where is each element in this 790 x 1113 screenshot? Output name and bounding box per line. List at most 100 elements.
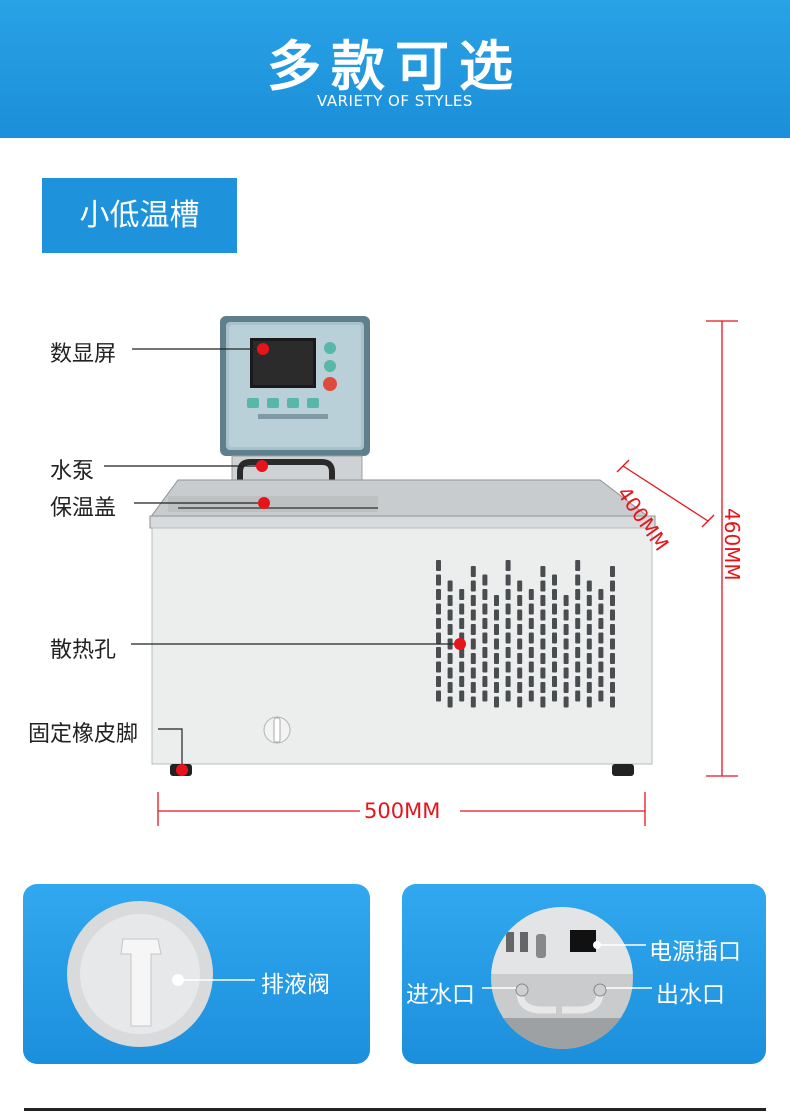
vent-slot xyxy=(540,595,546,606)
vent-slot xyxy=(610,682,615,693)
vent-slot xyxy=(517,624,523,635)
vent-slot xyxy=(482,574,488,586)
vent-slot xyxy=(517,638,523,650)
vent-slot xyxy=(598,647,604,658)
vent-slot xyxy=(575,589,581,600)
vent-slot xyxy=(517,595,523,606)
vent-slot xyxy=(586,667,592,679)
vent-slot xyxy=(563,595,569,606)
label-water-inlet: 进水口 xyxy=(406,982,475,1008)
vent-slot xyxy=(436,632,441,644)
vent-slot xyxy=(505,632,511,644)
vent-slot xyxy=(447,667,453,679)
vent-slot xyxy=(505,589,511,600)
detail-card-ports: 电源插口 进水口 出水口 xyxy=(402,884,766,1064)
vent-slot xyxy=(436,661,441,673)
vent-slot xyxy=(517,609,523,621)
vent-slot xyxy=(517,696,523,708)
vent-slot xyxy=(586,624,592,635)
vent-slot xyxy=(447,682,453,693)
vent-slot xyxy=(505,690,511,702)
vent-slot xyxy=(528,690,534,702)
vent-slot xyxy=(494,682,499,693)
vent-slot xyxy=(494,696,499,708)
vent-slot xyxy=(575,647,581,658)
vent-slot xyxy=(610,624,615,635)
vent-slot xyxy=(586,580,592,592)
marker-vents xyxy=(454,638,466,650)
vent-slot xyxy=(563,624,569,635)
section-label: 小低温槽 xyxy=(42,178,237,253)
dimension-height: 460MM xyxy=(720,508,744,581)
callout-display: 数显屏 xyxy=(50,342,117,367)
bottom-divider xyxy=(24,1108,766,1111)
vent-slot xyxy=(610,566,615,577)
vent-slot xyxy=(447,696,453,708)
vent-slot xyxy=(575,690,581,702)
vent-slot xyxy=(563,653,569,664)
vent-slot xyxy=(459,589,465,600)
vent-slot xyxy=(552,661,557,673)
vent-slot xyxy=(470,595,476,606)
marker-lid xyxy=(258,497,270,509)
vent-slot xyxy=(586,595,592,606)
vent-slot xyxy=(552,618,557,629)
vent-slot xyxy=(540,638,546,650)
vent-slot xyxy=(517,682,523,693)
lid-handle xyxy=(237,459,335,515)
vent-slot xyxy=(505,560,511,571)
vent-slot xyxy=(586,696,592,708)
callout-lid: 保温盖 xyxy=(50,496,117,521)
vent-slot xyxy=(575,661,581,673)
vent-slot xyxy=(610,580,615,592)
vent-slot xyxy=(610,696,615,708)
banner-subtitle: VARIETY OF STYLES xyxy=(317,92,473,110)
vent-slot xyxy=(482,618,488,629)
vent-slot xyxy=(598,603,604,615)
vent-slot xyxy=(436,647,441,658)
vent-slot xyxy=(598,676,604,687)
vent-slot xyxy=(528,647,534,658)
marker-display xyxy=(257,343,269,355)
vent-slot xyxy=(482,647,488,658)
vent-slot xyxy=(610,638,615,650)
vent-slot xyxy=(563,609,569,621)
label-power-socket: 电源插口 xyxy=(649,939,741,965)
vent-slot xyxy=(494,638,499,650)
vent-grid xyxy=(436,560,615,708)
header-banner: 多款可选 VARIETY OF STYLES xyxy=(0,0,790,138)
vent-slot xyxy=(552,647,557,658)
vent-slot xyxy=(505,647,511,658)
product-illustration xyxy=(104,316,738,826)
vent-slot xyxy=(447,624,453,635)
vent-slot xyxy=(470,638,476,650)
vent-slot xyxy=(436,589,441,600)
vent-slot xyxy=(598,589,604,600)
vent-slot xyxy=(540,609,546,621)
vent-slot xyxy=(575,676,581,687)
vent-slot xyxy=(563,682,569,693)
vent-slot xyxy=(563,696,569,708)
vent-slot xyxy=(505,661,511,673)
callout-feet: 固定橡皮脚 xyxy=(28,722,139,747)
vent-slot xyxy=(598,690,604,702)
vent-slot xyxy=(494,595,499,606)
vent-slot xyxy=(598,661,604,673)
vent-slot xyxy=(459,618,465,629)
vent-slot xyxy=(540,696,546,708)
callout-pump: 水泵 xyxy=(50,459,95,484)
vent-slot xyxy=(470,580,476,592)
controller-unit xyxy=(220,316,370,456)
marker-pump xyxy=(256,460,268,472)
vent-slot xyxy=(436,574,441,586)
vent-slot xyxy=(575,603,581,615)
vent-slot xyxy=(494,667,499,679)
vent-slot xyxy=(482,676,488,687)
vent-slot xyxy=(552,690,557,702)
vent-slot xyxy=(586,638,592,650)
vent-slot xyxy=(447,595,453,606)
vent-slot xyxy=(563,638,569,650)
vent-slot xyxy=(575,574,581,586)
vent-slot xyxy=(482,690,488,702)
vent-slot xyxy=(528,589,534,600)
